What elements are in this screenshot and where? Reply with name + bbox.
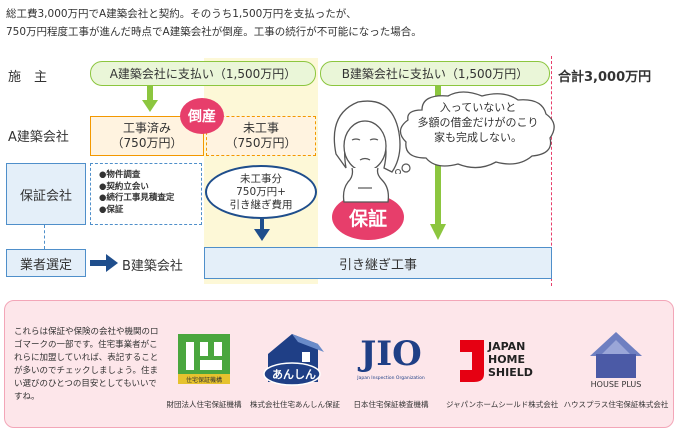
payment-to-a: A建築会社に支払い（1,500万円） [90, 61, 316, 86]
guarantor-box: 保証会社 [6, 163, 86, 225]
total-amount: 合計3,000万円 [558, 70, 652, 85]
worry-bubble-text: 入っていないと 多額の借金だけがのこり 家も完成しない。 [417, 101, 539, 144]
jhs-logo-text: JAPAN HOME SHIELD [488, 340, 533, 379]
work-undone-amount: （750万円） [225, 136, 297, 150]
logo-panel [4, 300, 674, 428]
worry-bubble-shape [394, 91, 555, 174]
row-label-a-company: A建築会社 [8, 130, 69, 145]
guarantor-label: 保証会社 [19, 188, 72, 204]
guarantor-connector [44, 225, 45, 249]
selection-arrow-right [90, 254, 118, 272]
b-company-label: B建築会社 [122, 259, 183, 274]
takeover-work-box: 引き継ぎ工事 [204, 247, 552, 279]
logo-caption-2: 株式会社住宅あんしん保証 [250, 400, 340, 409]
logo-description: これらは保証や保険の会社や機関のロゴマークの一部です。住宅事業者がこれらに加盟し… [14, 327, 159, 402]
guarantee-services-box: ●物件調査 ●契約立会い ●続行工事見積査定 ●保証 [90, 163, 202, 225]
selection-box: 業者選定 [6, 249, 86, 277]
service-item: ●物件調査 [99, 170, 141, 180]
jio-logo-subtext: Japan Inspection Organization [357, 376, 425, 381]
work-undone-box: 未工事 （750万円） [206, 116, 316, 156]
worried-woman-illustration [333, 100, 401, 203]
jio-logo-text: JIO [360, 334, 422, 374]
work-done-box: 工事済み （750万円） [90, 116, 204, 156]
logo-caption-4: ジャパンホームシールド株式会社 [446, 400, 559, 409]
unfinished-cost-ellipse: 未工事分 750万円+ 引き継ぎ費用 [205, 165, 317, 219]
housing-warranty-logo-icon [178, 334, 230, 384]
anshin-logo-text: あんしん [272, 368, 316, 381]
navy-arrow-down [254, 219, 270, 241]
row-label-owner: 施 主 [8, 70, 48, 85]
work-done-amount: （750万円） [111, 136, 183, 150]
house-plus-logo-text: HOUSE PLUS [590, 380, 642, 389]
work-undone-title: 未工事 [242, 121, 279, 135]
logo-caption-3: 日本住宅保証検査機構 [353, 400, 429, 409]
bankrupt-badge: 倒産 [180, 98, 224, 134]
anshin-logo-icon [263, 334, 324, 386]
jhs-logo-icon [460, 340, 484, 382]
service-item: ●続行工事見積査定 [99, 193, 175, 203]
logo-caption-1: 財団法人住宅保証機構 [166, 400, 242, 409]
service-item: ●保証 [99, 204, 124, 215]
green-arrow-down-a [142, 86, 158, 112]
payment-to-b: B建築会社に支払い（1,500万円） [320, 61, 550, 86]
work-done-title: 工事済み [122, 121, 171, 135]
housing-warranty-logo-text: 住宅保証機構 [185, 377, 222, 384]
house-plus-logo-icon [590, 332, 642, 378]
logo-caption-5: ハウスプラス住宅保証株式会社 [563, 400, 669, 409]
total-boundary-line [551, 56, 552, 286]
service-item: ●契約立会い [99, 181, 149, 192]
intro-line-2: 750万円程度工事が進んだ時点でA建築会社が倒産。工事の続行が不可能になった場合… [6, 26, 422, 38]
intro-line-1: 総工費3,000万円でA建築会社と契約。そのうち1,500万円を支払ったが、 [6, 8, 357, 20]
